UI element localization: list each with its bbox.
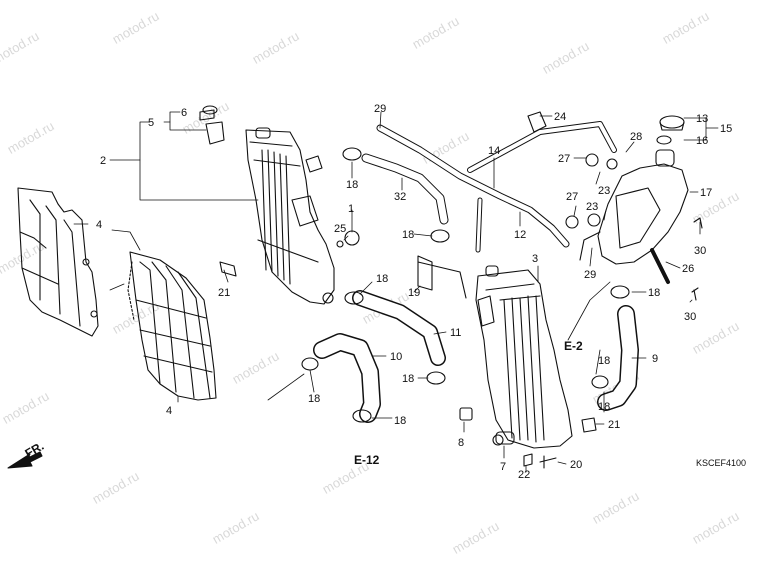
label-17: 17 xyxy=(700,187,712,199)
radiator-right xyxy=(475,265,573,449)
hose-32 xyxy=(361,153,449,225)
label-20: 20 xyxy=(570,459,582,471)
label-5: 5 xyxy=(148,117,154,129)
leader-lines xyxy=(73,111,719,473)
label-18: 18 xyxy=(308,393,320,405)
label-4-lower: 4 xyxy=(166,405,172,417)
front-arrow-icon xyxy=(7,451,43,469)
label-27-upper: 27 xyxy=(558,153,570,165)
label-28: 28 xyxy=(630,131,642,143)
label-7: 7 xyxy=(500,461,506,473)
label-23-lower: 23 xyxy=(586,201,598,213)
radiator-louver xyxy=(127,251,217,401)
hose-10 xyxy=(313,333,381,423)
label-23-upper: 23 xyxy=(598,185,610,197)
label-4-upper: 4 xyxy=(96,219,102,231)
label-27-lower: 27 xyxy=(566,191,578,203)
hose-9 xyxy=(597,305,639,411)
label-10: 10 xyxy=(390,351,402,363)
label-8: 8 xyxy=(458,437,464,449)
hose-12-14 xyxy=(467,121,617,253)
label-25: 25 xyxy=(334,223,346,235)
label-32: 32 xyxy=(394,191,406,203)
label-18: 18 xyxy=(376,273,388,285)
label-30-upper: 30 xyxy=(694,245,706,257)
label-1: 1 xyxy=(348,203,354,215)
hose-clamps xyxy=(301,147,630,423)
reserve-tank xyxy=(579,149,689,265)
small-hardware xyxy=(199,105,703,469)
label-24: 24 xyxy=(554,111,566,123)
radiator-shroud-outer xyxy=(17,187,99,337)
label-30-lower: 30 xyxy=(684,311,696,323)
label-14: 14 xyxy=(488,145,500,157)
label-21-right: 21 xyxy=(608,419,620,431)
label-26: 26 xyxy=(682,263,694,275)
label-18: 18 xyxy=(598,355,610,367)
label-16: 16 xyxy=(696,135,708,147)
label-29-top: 29 xyxy=(374,103,386,115)
radiator-cap xyxy=(656,115,685,145)
label-12: 12 xyxy=(514,229,526,241)
diagram-code: KSCEF4100 xyxy=(695,458,746,468)
label-6: 6 xyxy=(181,107,187,119)
label-15: 15 xyxy=(720,123,732,135)
hose-11 xyxy=(352,290,446,366)
label-18: 18 xyxy=(598,401,610,413)
label-11: 11 xyxy=(450,327,461,339)
label-18: 18 xyxy=(402,229,414,241)
ref-e12: E-12 xyxy=(354,453,380,467)
label-9: 9 xyxy=(652,353,658,365)
label-18: 18 xyxy=(394,415,406,427)
label-18: 18 xyxy=(402,373,414,385)
label-29-lower: 29 xyxy=(584,269,596,281)
label-18: 18 xyxy=(648,287,660,299)
ref-e2: E-2 xyxy=(564,339,583,353)
label-13: 13 xyxy=(696,113,708,125)
label-19: 19 xyxy=(408,287,420,299)
hose-upper-long xyxy=(376,124,570,248)
label-2: 2 xyxy=(100,155,106,167)
label-3: 3 xyxy=(532,253,538,265)
label-21-left: 21 xyxy=(218,287,230,299)
radiator-left xyxy=(245,127,335,305)
label-18: 18 xyxy=(346,179,358,191)
label-22: 22 xyxy=(518,469,530,481)
